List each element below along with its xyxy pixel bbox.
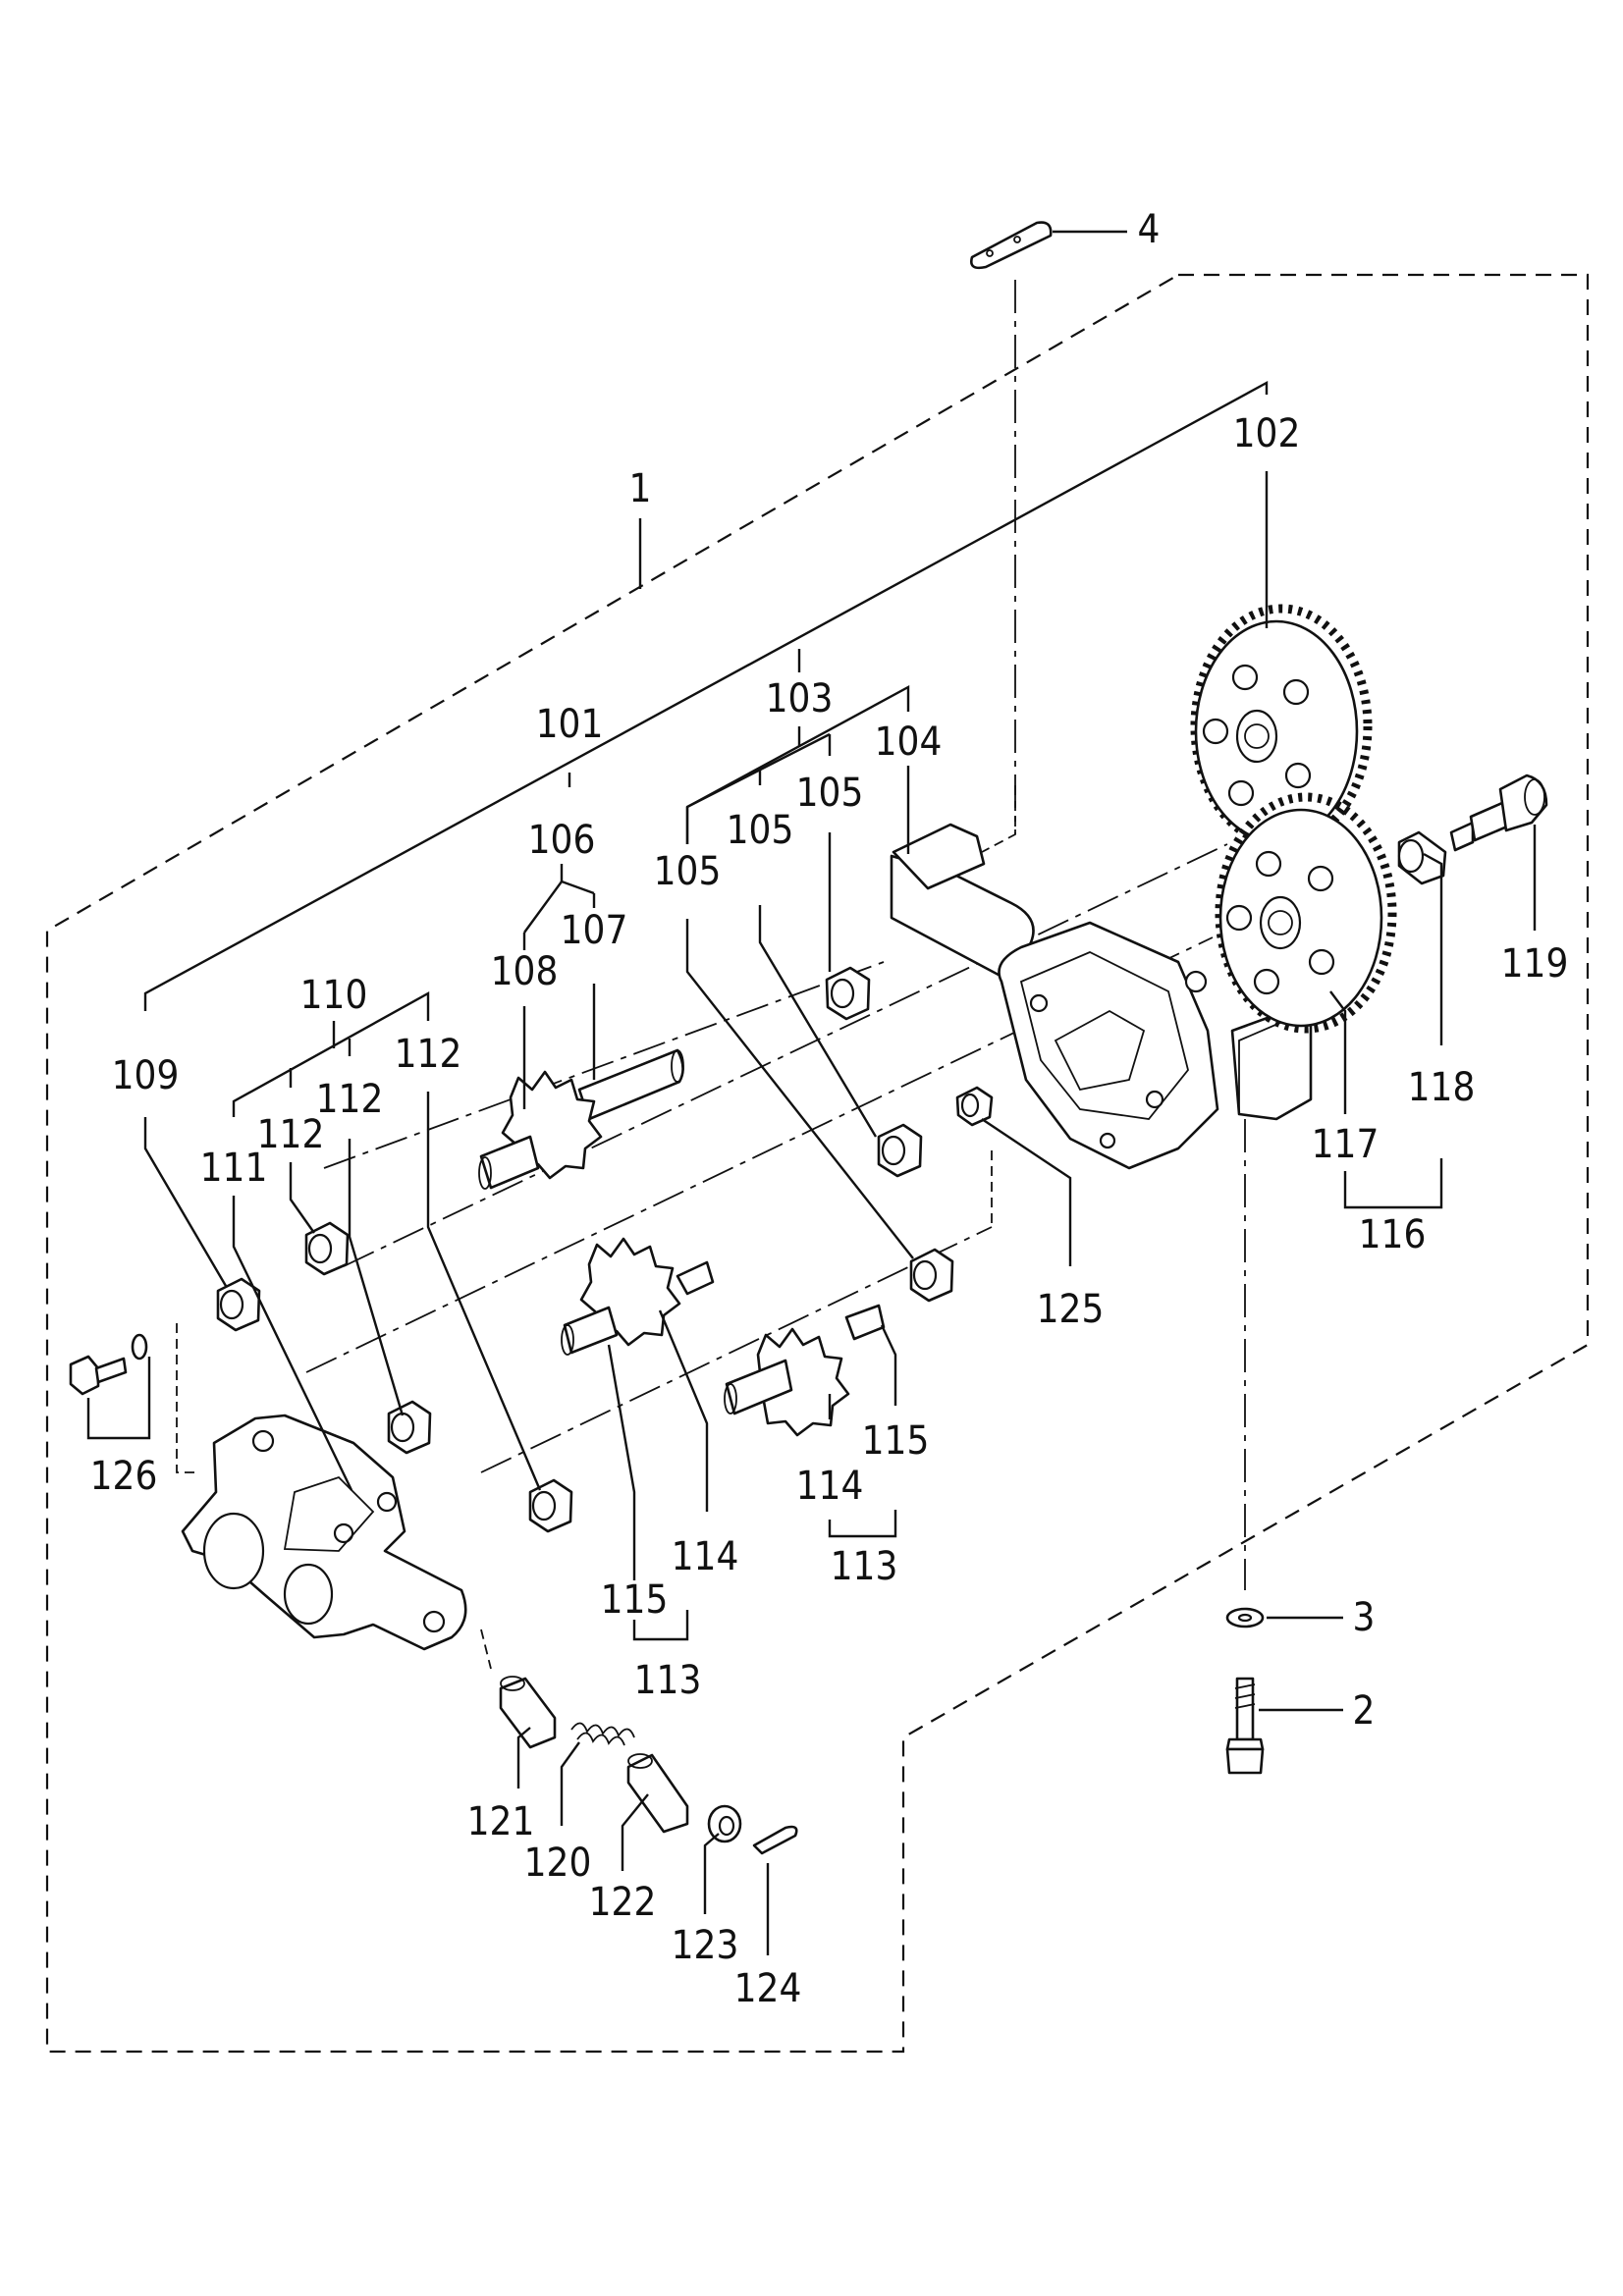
callout-119: 119 [1501,941,1569,987]
callout-108: 108 [491,949,559,994]
callout-105-c: 105 [654,849,722,894]
callout-4: 4 [1138,207,1161,252]
bushing-part-105-middle [877,1123,923,1178]
assembly-boundary [45,273,1590,2054]
gear-part-102 [1190,604,1373,849]
callout-105-a: 105 [796,771,864,816]
callout-106: 106 [528,818,596,863]
bolt-part-2 [1225,1677,1265,1775]
callout-105-b: 105 [727,808,794,853]
bushing-part-112-b [387,1400,432,1455]
callout-112-b: 112 [316,1077,384,1122]
bushing-part-125 [955,1086,994,1127]
cotter-pin-part-124 [752,1825,798,1855]
callout-121: 121 [467,1799,535,1844]
bushing-part-105-upper [825,966,871,1021]
callout-117: 117 [1312,1122,1380,1167]
callout-labels: 1 2 3 4 101 102 103 104 105 105 105 106 … [90,207,1569,2011]
spring-part-120 [570,1722,635,1746]
plunger-part-121 [499,1676,557,1749]
callout-118: 118 [1408,1065,1476,1110]
callout-115-a: 115 [601,1577,669,1623]
callout-126: 126 [90,1454,158,1499]
callout-112-a: 112 [395,1032,462,1077]
pump-cover-part-111 [181,1414,467,1651]
gear-shaft-part-115-upper [561,1237,715,1356]
callout-112-c: 112 [257,1112,325,1157]
callout-104: 104 [875,720,943,765]
sleeve-part-122 [626,1753,689,1834]
bushing-part-105-lower [909,1248,954,1303]
pump-body-part-104 [890,823,1313,1170]
leader-lines [86,230,1537,1955]
bolt-part-126 [69,1333,148,1396]
callout-110: 110 [300,973,368,1018]
plate-part-4 [970,221,1053,270]
bushing-part-112-a [304,1221,350,1276]
bushing-part-109 [216,1277,261,1332]
callout-103: 103 [766,676,834,721]
callout-116: 116 [1359,1212,1427,1257]
callout-123: 123 [672,1923,739,1968]
callout-113-a: 113 [634,1658,702,1703]
gear-part-108 [478,1070,603,1190]
callout-125: 125 [1037,1287,1105,1332]
callout-107: 107 [561,908,628,953]
callout-3: 3 [1353,1595,1376,1640]
callout-109: 109 [112,1053,180,1098]
callout-122: 122 [589,1880,657,1925]
callout-114-a: 114 [672,1534,739,1579]
callout-115-b: 115 [862,1418,930,1464]
callout-111: 111 [200,1146,268,1191]
callout-113-b: 113 [831,1544,898,1589]
gear-shaft-part-115-lower [724,1304,886,1437]
callout-114-b: 114 [796,1464,864,1509]
callout-101: 101 [536,702,604,747]
callout-120: 120 [524,1841,592,1886]
gear-shaft-part-107 [577,1048,684,1121]
gear-part-117 [1215,792,1397,1034]
shaft-part-119 [1449,774,1548,852]
callout-1: 1 [629,466,652,511]
washer-part-123 [707,1804,742,1843]
washer-part-3 [1225,1607,1265,1629]
bushing-part-118 [1397,830,1447,885]
bushing-part-112-c [528,1478,573,1533]
callout-102: 102 [1233,411,1301,456]
callout-2: 2 [1353,1688,1376,1734]
callout-124: 124 [734,1966,802,2011]
